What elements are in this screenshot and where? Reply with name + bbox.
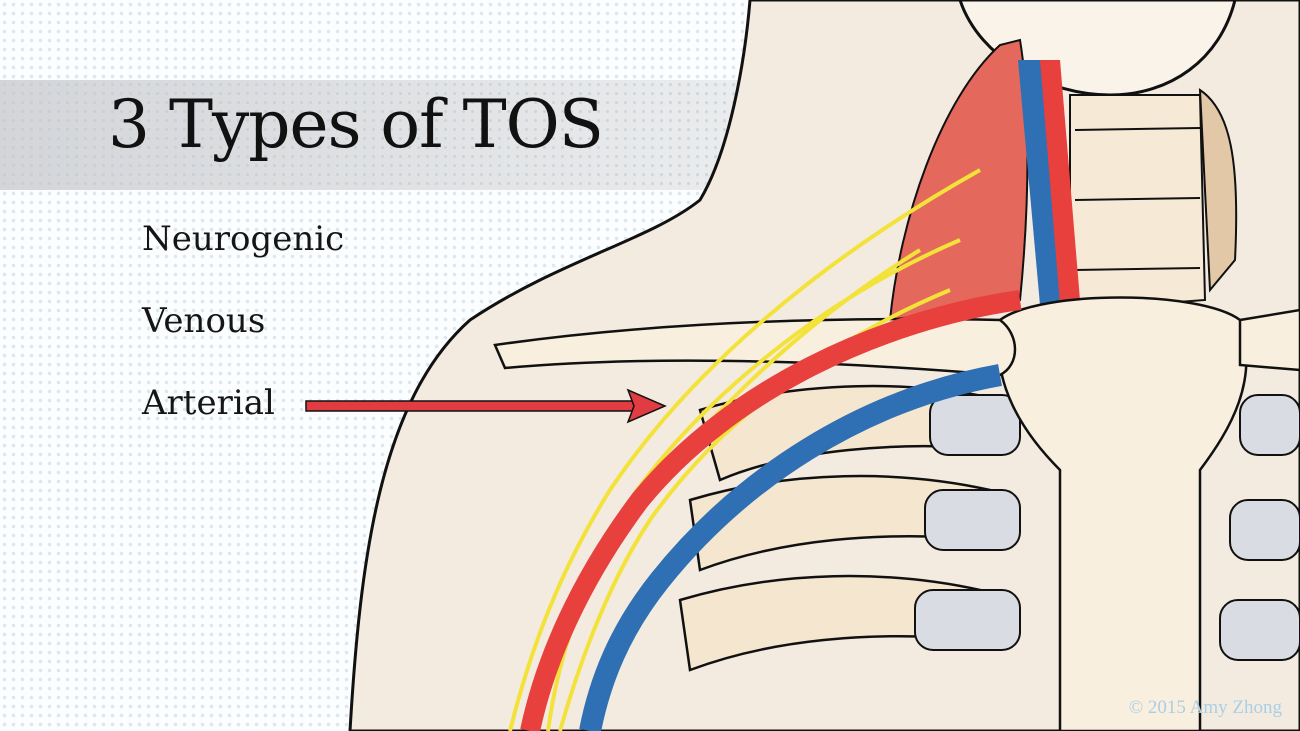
subclavian-artery [520, 290, 1022, 731]
type-arterial: Arterial [142, 383, 275, 423]
sternum [996, 296, 1248, 731]
clavicle-right [1238, 308, 1300, 372]
cervical-spine [1069, 88, 1238, 312]
ribs [678, 384, 1002, 672]
type-neurogenic: Neurogenic [142, 219, 345, 259]
type-venous: Venous [142, 301, 266, 341]
copyright-credit: © 2015 Amy Zhong [1128, 697, 1282, 718]
slide-title: 3 Types of TOS [108, 86, 604, 163]
arterial-pointer-arrow [305, 388, 667, 424]
subclavian-vein [579, 364, 1002, 731]
jugular-vein [1018, 60, 1060, 305]
carotid-artery [1035, 60, 1080, 305]
costal-cartilage [914, 394, 1300, 661]
